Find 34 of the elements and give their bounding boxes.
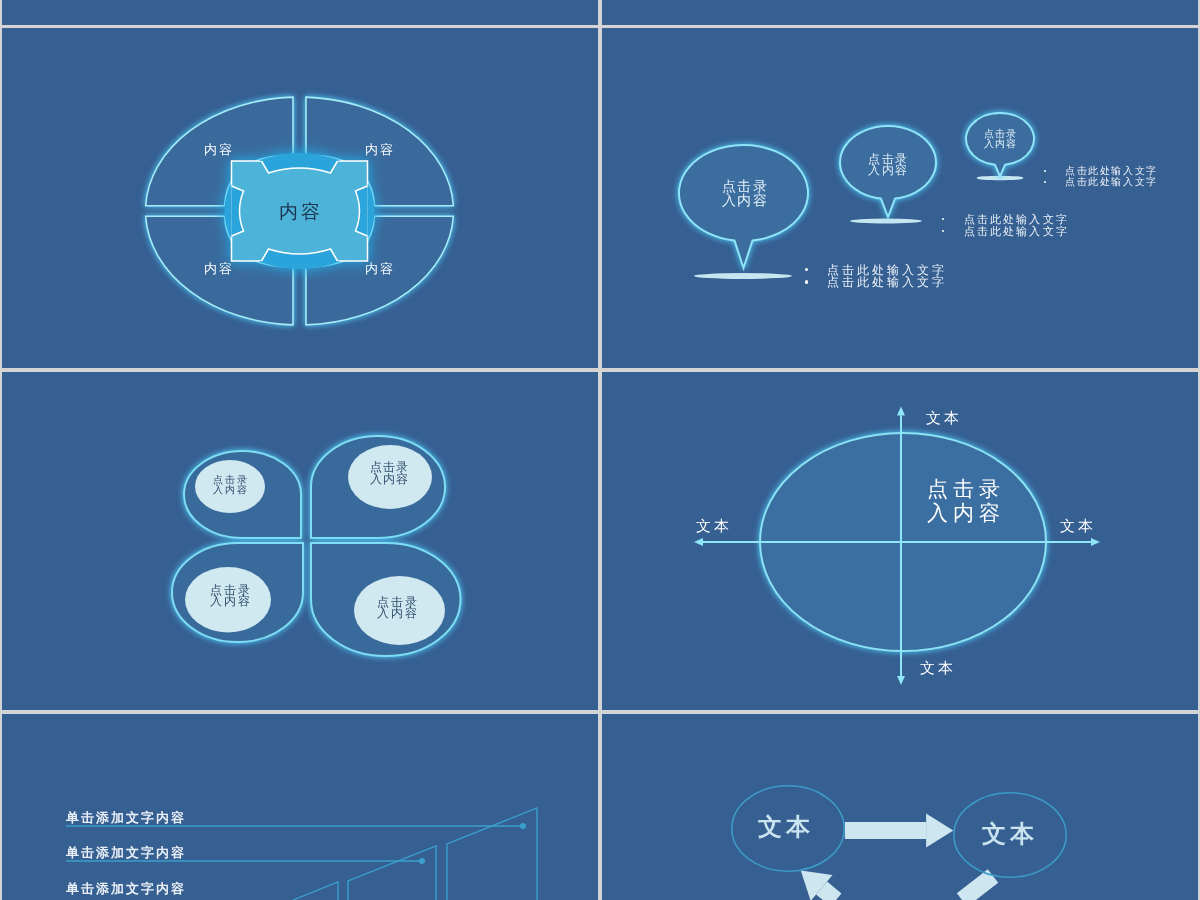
axis-label: 文本	[918, 660, 956, 676]
leader-line	[65, 823, 526, 829]
bullet-text: 点击此处输入文字	[1065, 166, 1158, 176]
item-text: 单击添加文字内容	[66, 881, 186, 897]
bar-outline	[347, 845, 437, 900]
leader-line	[65, 858, 425, 864]
location-pin: 点击录入内容	[678, 144, 809, 269]
petal-shape	[310, 542, 462, 657]
axis-label: 文本	[924, 410, 962, 426]
quadrant-ellipse: 点击录入内容	[759, 432, 1047, 652]
item-text: 单击添加文字内容	[66, 810, 186, 826]
axis-label: 文本	[695, 518, 733, 534]
block-arrow	[844, 813, 954, 848]
bullet-text: 点击此处输入文字	[827, 276, 947, 288]
location-pin: 点击录入内容	[965, 111, 1035, 177]
item-text: 单击添加文字内容	[66, 845, 186, 861]
text-circle: 点击录入内容	[195, 460, 265, 513]
axis-label: 文本	[1058, 518, 1096, 534]
text-circle: 文本	[953, 792, 1067, 878]
bullet-text: 点击此处输入文字	[827, 263, 947, 276]
petal-shape	[183, 450, 302, 539]
text-circle: 点击录入内容	[348, 445, 432, 509]
bullet-text: 点击此处输入文字	[1065, 177, 1158, 187]
block-arrow	[800, 870, 842, 900]
bullet-text: 点击此处输入文字	[963, 213, 1070, 225]
location-pin: 点击录入内容	[839, 125, 937, 218]
text-circle: 文本	[731, 784, 845, 872]
bar-outline	[292, 881, 339, 900]
petal-shape	[171, 542, 304, 643]
text-circle: 点击录入内容	[185, 566, 271, 633]
bullet-text: 点击此处输入文字	[963, 225, 1070, 237]
petal-shape	[310, 434, 446, 539]
bar-outline	[446, 807, 538, 900]
text-circle: 点击录入内容	[354, 576, 445, 645]
